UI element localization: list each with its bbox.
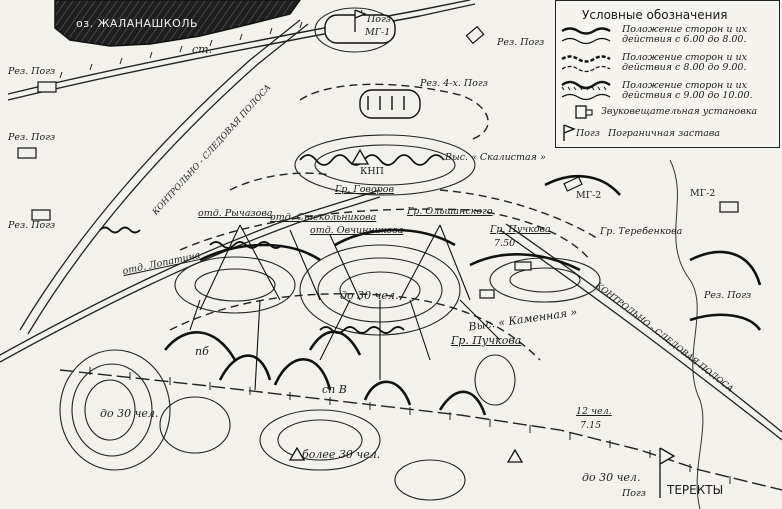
label-mg2-right: МГ-2 xyxy=(690,188,716,199)
label-station: ст. xyxy=(192,43,213,56)
road-lower-left xyxy=(0,189,381,363)
label-gr-puchkova-top: Гр. Пучкова xyxy=(490,224,551,235)
label-gr-govorov: Гр. Говоров xyxy=(335,184,394,195)
control-strip-left xyxy=(19,19,309,335)
label-knp: КНП xyxy=(360,166,384,177)
label-rez-pogz-top: Рез. Погз xyxy=(497,37,545,48)
label-mg1: МГ-1 xyxy=(365,27,391,38)
legend-item-5: Пограничная застава xyxy=(608,128,721,139)
legend-item-5-symbol: Погз xyxy=(576,128,600,139)
label-do30-left: до 30 чел. xyxy=(100,407,159,420)
front-lines xyxy=(99,154,445,334)
label-vys-skalistaya: Выс. « Скалистая » xyxy=(445,152,546,163)
legend-item-4: Звуковещательная установка xyxy=(601,106,758,117)
label-time-715: 7.15 xyxy=(580,420,602,431)
label-time-750: 7.50 xyxy=(494,238,516,249)
vehicles xyxy=(17,25,739,299)
label-rez-4x-pogz: Рез. 4-х. Погз xyxy=(420,78,488,89)
flags xyxy=(354,9,676,498)
label-mg2-left: МГ-2 xyxy=(576,190,602,201)
label-gr-puchkova-bottom: Гр. Пучкова xyxy=(451,334,522,347)
label-rez-pogz-right: Рез. Погз xyxy=(704,290,752,301)
label-do30-center: до 30 чел. xyxy=(340,289,399,302)
triangles xyxy=(288,148,524,463)
label-sp-v: сп В xyxy=(322,383,347,396)
legend: Условные обозначения Положение сторон и … xyxy=(555,0,780,148)
label-pogz-bottom: Погз xyxy=(622,488,646,499)
label-do30-bottom: до 30 чел. xyxy=(582,471,641,484)
stream xyxy=(669,159,704,509)
label-otd-ovchinnikova: отд. Овчинникова xyxy=(310,225,404,236)
label-rez-pogz-left1: Рез. Погз xyxy=(8,66,56,77)
legend-title: Условные обозначения xyxy=(582,8,728,22)
legend-item-3: Положение сторон и их действия с 9.00 до… xyxy=(622,80,753,101)
label-otd-rychazova: отд. Рычазова xyxy=(198,208,273,219)
legend-item-1: Положение сторон и их действия с 6.00 до… xyxy=(622,24,747,45)
label-gr-olshanskogo: Гр. Ольшанского xyxy=(407,206,493,217)
arrows xyxy=(189,224,501,391)
label-rez-pogz-left3: Рез. Погз xyxy=(8,220,56,231)
border-line xyxy=(59,367,782,491)
label-otd-steklyannikova: отд. Стекольникова xyxy=(270,212,377,223)
label-pb: пб xyxy=(195,345,209,358)
label-rez-pogz-left2: Рез. Погз xyxy=(8,132,56,143)
label-gr-terebenkova: Гр. Теребенкова xyxy=(600,226,683,237)
reserve-4x xyxy=(359,89,421,119)
label-12-chel: 12 чел. xyxy=(576,406,612,417)
label-bolee30: более 30 чел. xyxy=(302,448,381,461)
label-terekty: ТЕРЕКТЫ xyxy=(667,483,724,497)
legend-symbols xyxy=(561,27,611,141)
dashed-positions xyxy=(169,83,601,361)
lake-shape xyxy=(54,0,301,47)
label-pogz-mg1: Погз xyxy=(367,14,391,25)
lake-label: оз. ЖАЛАНАШКОЛЬ xyxy=(76,17,199,30)
legend-item-2: Положение сторон и их действия с 8.00 до… xyxy=(622,52,747,73)
